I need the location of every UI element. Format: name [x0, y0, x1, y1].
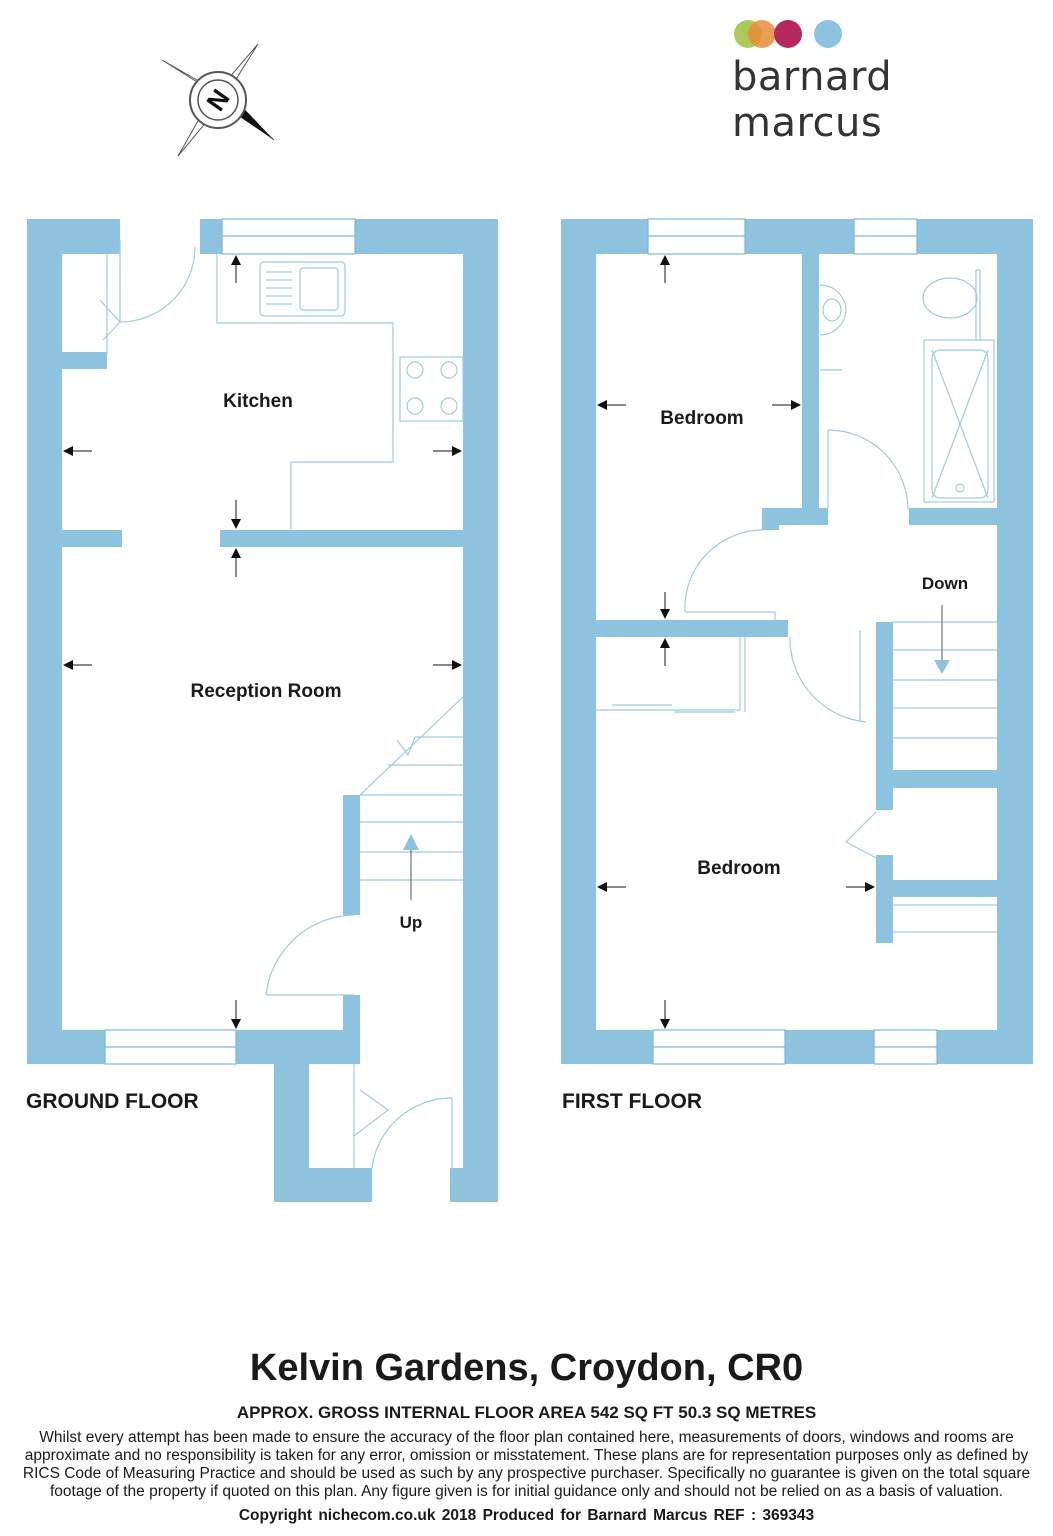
wall [450, 1168, 498, 1202]
wall [343, 995, 360, 1064]
floor-area: APPROX. GROSS INTERNAL FLOOR AREA 542 SQ… [236, 1403, 817, 1422]
compass-rose-icon: N [161, 43, 275, 157]
hob-icon [399, 356, 464, 422]
disclaimer-text: Whilst every attempt has been made to en… [22, 1429, 1031, 1500]
door-swing [119, 246, 196, 323]
kitchen-worktop [216, 254, 394, 530]
wall [893, 770, 997, 788]
first-floor-windows [647, 218, 938, 1065]
room-label-reception: Reception Room [191, 681, 342, 702]
cupboard-door [353, 1089, 390, 1137]
door-swing [827, 429, 909, 511]
wall [62, 530, 122, 547]
wall [997, 219, 1033, 1064]
wall [937, 1030, 1033, 1064]
wall [274, 1168, 372, 1202]
brand-name: barnard marcus [732, 54, 893, 146]
stairs-label-down: Down [922, 574, 968, 593]
stairs-label-up: Up [400, 913, 423, 932]
ground-floor-windows [104, 218, 356, 1065]
property-title: Kelvin Gardens, Croydon, CR0 [249, 1347, 804, 1389]
cupboard-door [99, 299, 121, 341]
wall [596, 620, 788, 637]
floor-label-ground: GROUND FLOOR [26, 1090, 199, 1113]
room-label-kitchen: Kitchen [223, 391, 293, 412]
logo-dot-blue [814, 20, 842, 48]
bath-icon [923, 339, 995, 503]
brand-logo-dots [734, 20, 854, 50]
wall [762, 508, 779, 530]
sink-icon [259, 261, 346, 317]
wall [893, 880, 997, 897]
wall [27, 219, 120, 254]
basin-icon [819, 284, 847, 336]
wall [745, 219, 854, 254]
wall [785, 1030, 874, 1064]
logo-dot-magenta [774, 20, 802, 48]
room-label-bedroom-1: Bedroom [660, 408, 743, 429]
wall [909, 508, 997, 525]
door-swing [789, 630, 867, 723]
copyright-line: Copyright nichecom.co.uk 2018 Produced f… [238, 1507, 815, 1524]
wall [343, 795, 360, 915]
door-swing [684, 529, 776, 620]
stairs [893, 621, 997, 739]
logo-dot-orange [748, 20, 776, 48]
wall [200, 219, 222, 254]
wall [62, 352, 107, 369]
toilet-icon [975, 269, 981, 341]
room-label-bedroom-2: Bedroom [697, 858, 780, 879]
wall [220, 530, 463, 547]
wall [236, 1030, 360, 1064]
wall [561, 1030, 653, 1064]
dimension-arrows [597, 255, 875, 1029]
floor-plan: N [26, 43, 1033, 1202]
wardrobe [596, 637, 746, 713]
cupboard-door [845, 811, 881, 861]
wall [463, 219, 498, 1202]
ground-floor-walls [27, 219, 498, 1202]
wall [27, 1030, 105, 1064]
door-swing [265, 914, 355, 996]
dimension-arrows [63, 255, 462, 1029]
wall [27, 219, 62, 1064]
wall [802, 254, 819, 509]
wall [876, 622, 893, 810]
wall [561, 219, 596, 1064]
first-floor-fixtures [596, 269, 997, 933]
ground-floor-fixtures [99, 240, 464, 1170]
wall [561, 219, 648, 254]
door-swing [371, 1097, 453, 1170]
floor-label-first: FIRST FLOOR [562, 1090, 702, 1113]
wall [876, 855, 893, 943]
first-floor-walls [561, 219, 1033, 1064]
